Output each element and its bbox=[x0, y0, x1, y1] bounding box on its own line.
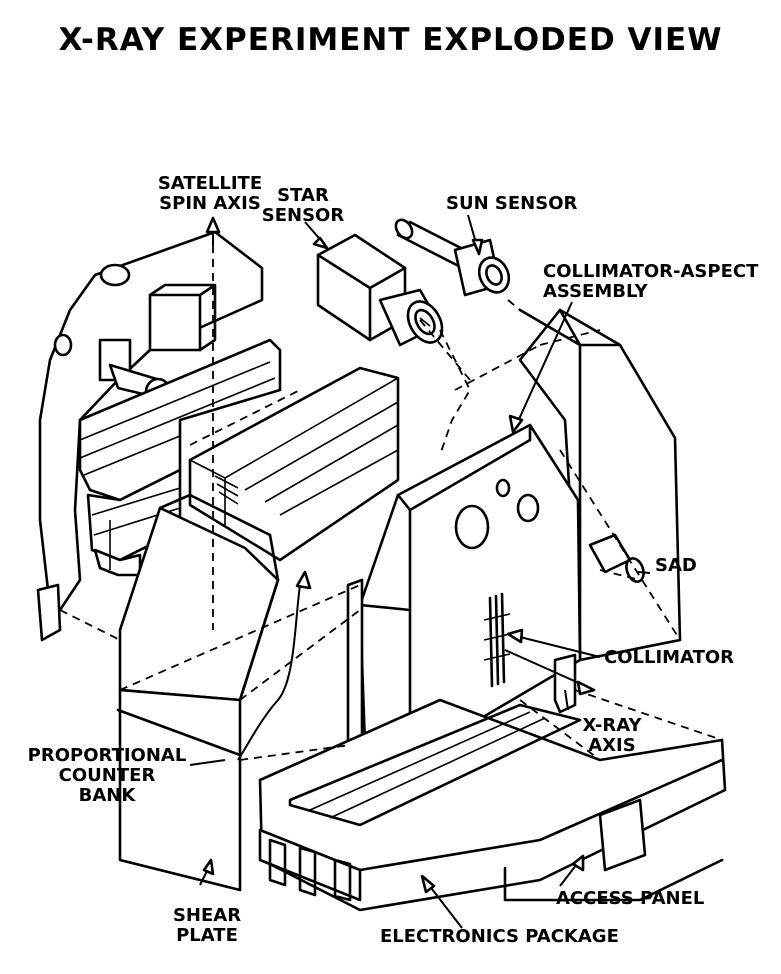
label-star-sensor-line2: SENSOR bbox=[261, 205, 345, 226]
central-plate-block bbox=[188, 366, 400, 562]
label-electronics-package: ELECTRONICS PACKAGE bbox=[380, 926, 619, 947]
label-star-sensor-line1: STAR bbox=[277, 185, 329, 206]
label-collimator: COLLIMATOR bbox=[604, 647, 735, 668]
electronics-package bbox=[258, 698, 727, 912]
shear-plate bbox=[116, 493, 280, 892]
label-collimator-aspect-line1: COLLIMATOR-ASPECT bbox=[543, 261, 759, 282]
label-satellite-spin-axis-line2: SPIN AXIS bbox=[159, 193, 261, 214]
label-shear-plate-line1: SHEAR bbox=[172, 905, 242, 926]
label-xray-axis-line1: X-RAY bbox=[582, 715, 642, 736]
collimator-front-plate bbox=[358, 423, 582, 762]
label-sad: SAD bbox=[655, 555, 697, 576]
label-sun-sensor: SUN SENSOR bbox=[446, 193, 578, 214]
label-shear-plate-line2: PLATE bbox=[176, 925, 238, 946]
sun-sensor bbox=[394, 218, 511, 297]
label-shear-plate: SHEAR PLATE bbox=[162, 906, 252, 946]
diagram-title: X-RAY EXPERIMENT EXPLODED VIEW bbox=[58, 22, 723, 58]
label-access-panel: ACCESS PANEL bbox=[556, 888, 705, 909]
label-satellite-spin-axis-line1: SATELLITE bbox=[157, 173, 263, 194]
label-pcb-line1: PROPORTIONAL bbox=[27, 745, 187, 766]
label-star-sensor: STAR SENSOR bbox=[258, 186, 348, 226]
label-pcb-line2: COUNTER bbox=[58, 765, 156, 786]
label-pcb-line3: BANK bbox=[78, 785, 136, 806]
dashed-reference-lines bbox=[59, 245, 723, 891]
label-collimator-aspect-line2: ASSEMBLY bbox=[543, 281, 648, 302]
label-xray-axis: X-RAY AXIS bbox=[572, 716, 652, 756]
label-xray-axis-line2: AXIS bbox=[588, 735, 636, 756]
star-sensor bbox=[316, 233, 444, 347]
label-collimator-aspect-assembly: COLLIMATOR-ASPECT ASSEMBLY bbox=[543, 262, 758, 302]
label-satellite-spin-axis: SATELLITE SPIN AXIS bbox=[145, 174, 275, 214]
label-proportional-counter-bank: PROPORTIONAL COUNTER BANK bbox=[22, 746, 192, 806]
leader-arrows bbox=[189, 214, 651, 929]
